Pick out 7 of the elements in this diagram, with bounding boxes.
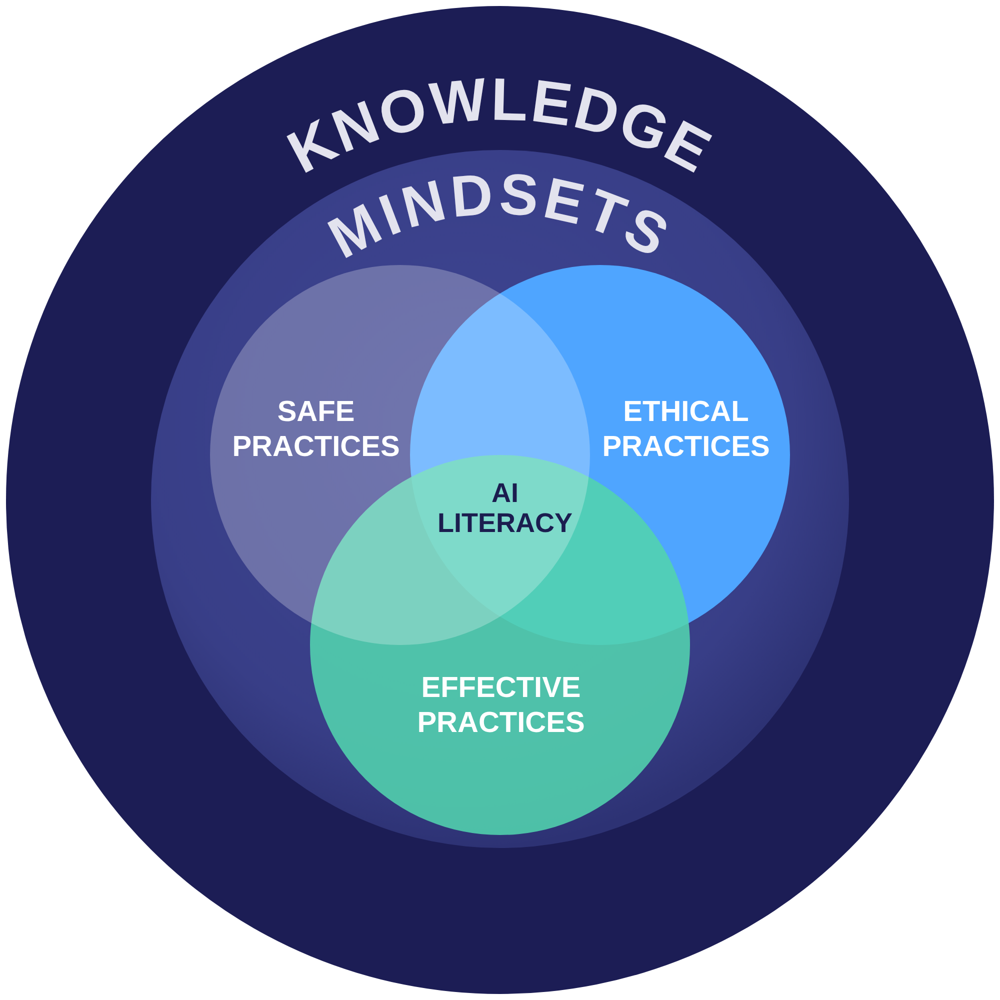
circle-label: SAFE PRACTICES: [232, 395, 400, 465]
venn-circle: [210, 265, 590, 645]
circle-label: ETHICAL PRACTICES: [602, 395, 770, 465]
circle-label: EFFECTIVE PRACTICES: [417, 671, 585, 741]
center-label: AI LITERACY: [438, 478, 572, 538]
venn-circle: [310, 455, 690, 835]
outer-circle: [6, 6, 994, 994]
